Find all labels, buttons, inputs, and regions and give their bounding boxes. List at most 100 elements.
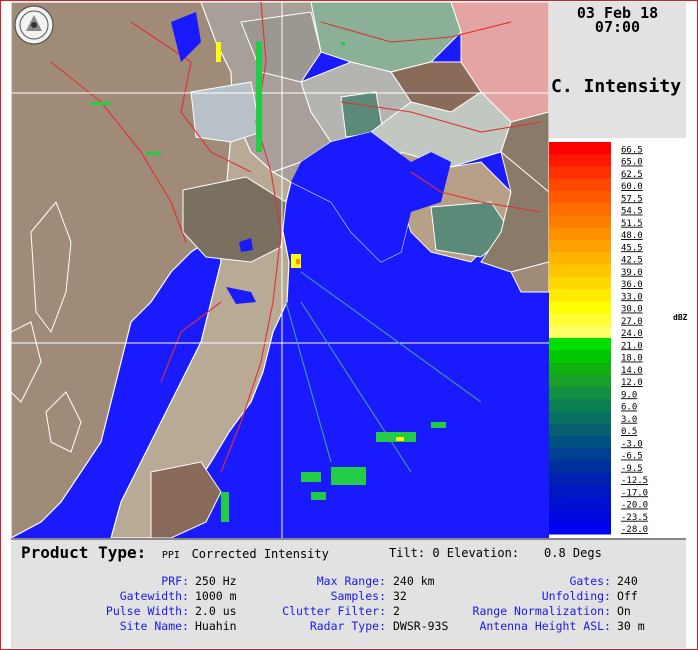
info-panel: Product Type: PPI Corrected Intensity Ti… xyxy=(11,538,686,648)
color-scale-swatch xyxy=(549,362,611,376)
color-scale-svg: 66.5 65.0 62.5 60.0 57.5 54.5 51.5 48.0 45.5 42.5… xyxy=(549,142,648,535)
color-scale-swatch xyxy=(549,350,611,363)
color-scale-swatch xyxy=(549,227,611,241)
color-scale-swatch xyxy=(549,142,611,155)
color-scale-label: -6.5 xyxy=(621,452,643,462)
color-scale-swatch xyxy=(549,521,611,535)
color-scale-label: -3.0 xyxy=(621,439,643,449)
color-scale-label: -12.5 xyxy=(621,476,648,486)
color-scale-swatch xyxy=(549,509,611,523)
color-scale-label: 66.5 xyxy=(621,145,643,155)
param-value: Huahin xyxy=(195,619,237,633)
color-scale-label: 60.0 xyxy=(621,182,643,192)
color-scale-swatch xyxy=(549,191,611,204)
color-scale-label: -9.5 xyxy=(621,464,643,474)
color-scale-swatch xyxy=(549,154,611,167)
color-scale-swatch xyxy=(549,436,611,449)
color-scale-label: 62.5 xyxy=(621,170,643,180)
product-type: Product Type: PPI Corrected Intensity xyxy=(21,543,329,562)
color-scale-label: 45.5 xyxy=(621,243,643,253)
color-scale-swatch xyxy=(549,166,611,180)
color-scale-label: -17.0 xyxy=(621,488,648,498)
time-label: 07:00 xyxy=(594,18,641,36)
color-scale-swatch xyxy=(549,276,611,290)
side-panel: 03 Feb 18 07:00 C. Intensity 66.5 65.0 62.… xyxy=(549,2,688,538)
color-scale-label: 39.0 xyxy=(621,268,643,278)
color-scale-label: 65.0 xyxy=(621,158,643,168)
color-scale-label: 54.5 xyxy=(621,207,643,217)
color-scale-label: -28.0 xyxy=(621,525,648,535)
color-scale-swatch xyxy=(549,411,611,425)
color-scale-label: 21.0 xyxy=(621,341,643,351)
color-scale-swatch xyxy=(549,472,611,486)
param-value: 240 xyxy=(617,574,638,588)
color-scale-swatch xyxy=(549,301,611,314)
color-scale-label: 36.0 xyxy=(621,280,643,290)
product-short-title: C. Intensity xyxy=(551,76,682,97)
param-value: 30 m xyxy=(617,619,645,633)
param-value: 1000 m xyxy=(195,589,237,603)
color-scale-label: 18.0 xyxy=(621,354,643,364)
color-scale-swatch xyxy=(549,289,611,302)
color-scale-label: -23.5 xyxy=(621,513,648,523)
product-type-ppi: PPI xyxy=(161,550,180,561)
param-value: On xyxy=(617,604,631,618)
color-scale-label: -20.0 xyxy=(621,501,648,511)
param-label: Max Range: xyxy=(316,574,386,588)
color-scale-swatch xyxy=(549,448,611,461)
color-scale-swatch xyxy=(549,423,611,437)
param-value: 32 xyxy=(393,589,407,603)
radar-map xyxy=(11,2,549,538)
color-scale-label: 24.0 xyxy=(621,329,643,339)
color-scale-swatch xyxy=(549,325,611,339)
param-value: 240 km xyxy=(393,574,435,588)
tmd-seal-logo xyxy=(14,5,54,45)
color-scale-swatch xyxy=(549,215,611,229)
color-scale-swatch xyxy=(549,374,611,388)
color-scale-swatch xyxy=(549,338,611,351)
param-value: 250 Hz xyxy=(195,574,237,588)
color-scale-label: 48.0 xyxy=(621,231,643,241)
color-scale-swatch xyxy=(549,497,611,510)
radar-map-svg xyxy=(11,2,549,538)
param-label: Radar Type: xyxy=(309,619,386,633)
param-label: Samples: xyxy=(330,589,386,603)
param-label: PRF: xyxy=(161,574,189,588)
color-scale-label: 42.5 xyxy=(621,256,643,266)
color-scale-swatch xyxy=(549,313,611,327)
color-scale-label: 27.0 xyxy=(621,317,643,327)
tilt-label: Tilt: 0 Elevation: xyxy=(389,546,520,560)
param-label: Unfolding: xyxy=(541,589,611,603)
product-type-label: Product Type: xyxy=(21,543,147,562)
date-label: 03 Feb 18 xyxy=(576,4,659,22)
color-scale-label: 0.5 xyxy=(621,427,637,437)
color-scale-swatch xyxy=(549,178,611,192)
param-label: Range Normalization: xyxy=(472,604,611,618)
color-scale-label: 51.5 xyxy=(621,219,643,229)
color-scale-swatch xyxy=(549,460,611,474)
color-scale-swatch xyxy=(549,485,611,498)
param-value: 2 xyxy=(393,604,400,618)
tilt-value: 0.8 Degs xyxy=(544,546,602,560)
color-scale-swatch xyxy=(549,399,611,412)
param-label: Gates: xyxy=(569,574,611,588)
param-value: DWSR-93S xyxy=(393,619,449,633)
param-label: Gatewidth: xyxy=(119,589,189,603)
param-label: Clutter Filter: xyxy=(282,604,386,618)
color-scale-swatch xyxy=(549,240,611,253)
color-scale-label: 57.5 xyxy=(621,194,643,204)
color-scale-label: 3.0 xyxy=(621,415,637,425)
color-scale-label: 12.0 xyxy=(621,378,643,388)
param-label: Antenna Height ASL: xyxy=(479,619,611,633)
unit-label: dBZ xyxy=(673,313,688,322)
color-scale-swatch xyxy=(549,387,611,400)
product-type-value: Corrected Intensity xyxy=(191,547,329,561)
color-scale-label: 6.0 xyxy=(621,403,637,413)
color-scale-swatch xyxy=(549,203,611,216)
param-label: Site Name: xyxy=(119,619,189,633)
param-value: Off xyxy=(617,589,638,603)
color-scale-label: 33.0 xyxy=(621,292,643,302)
color-scale-label: 14.0 xyxy=(621,366,643,376)
color-scale: 66.5 65.0 62.5 60.0 57.5 54.5 51.5 48.0 45.5 42.5… xyxy=(549,138,688,538)
